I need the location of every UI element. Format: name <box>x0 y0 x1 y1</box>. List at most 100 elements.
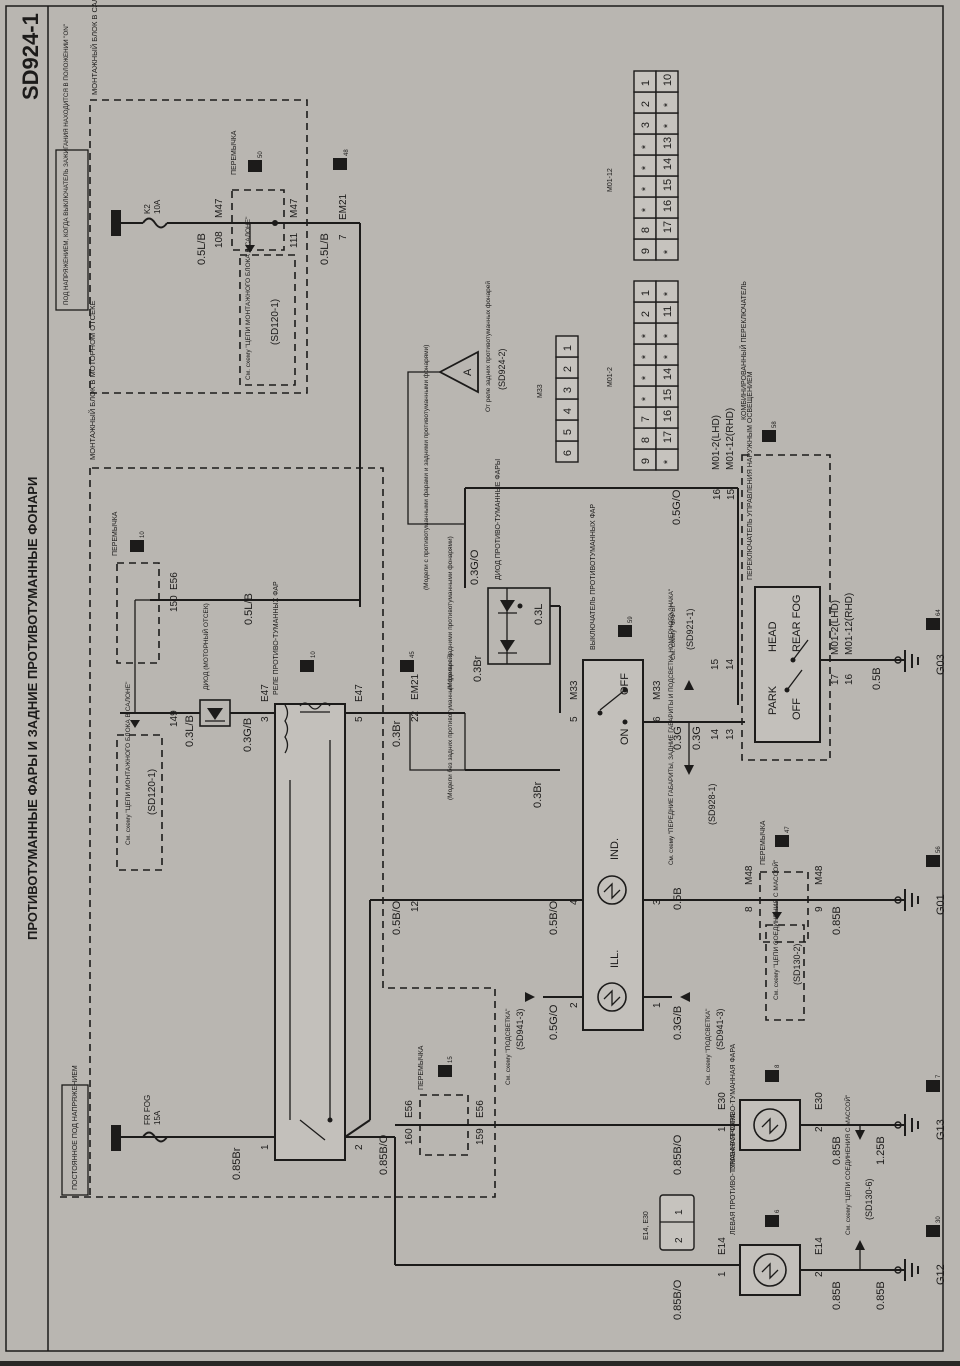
marker-a <box>438 350 479 394</box>
ground-g03: G03 <box>935 654 947 675</box>
jumper-label-1: ПЕРЕМЫЧКА <box>231 130 238 175</box>
wire-085B-e14: 0.85B <box>831 1281 843 1310</box>
grid-m01-12-pin-label: 9 <box>640 248 652 254</box>
note-with-rear: (Модели с задними противотуманными фонар… <box>447 536 454 690</box>
diode-fog-block <box>487 587 551 665</box>
ref-cabin-circuit-2: См. схему "ЦЕПИ МОНТАЖНОГО БЛОКА В САЛОН… <box>245 216 252 380</box>
jumper-m47-camera-icon <box>248 160 262 172</box>
photo-10-a: 10 <box>311 651 317 658</box>
ground-symbol-g13 <box>894 1114 919 1136</box>
arrow-front-lamps <box>684 765 694 775</box>
grid-m01-2-pin-label: 14 <box>662 368 674 380</box>
wire-125B: 1.25B <box>875 1136 887 1165</box>
grid-m33-pin-label: 2 <box>562 366 574 372</box>
grid-m01-12-cell <box>655 238 679 261</box>
page-frame <box>5 5 944 1352</box>
grid-m33-pin-label: 4 <box>562 408 574 414</box>
arrow-ground-e14 <box>855 1240 865 1250</box>
grid-m01-2-pin-label: 2 <box>640 311 652 317</box>
ground-symbol-g01 <box>894 889 919 911</box>
ref-ground-m48: См. схему "ЦЕПИ СОЕДИНЕНИЯ С МАССОЙ" <box>771 859 780 1000</box>
grid-m01-12-pin-label: 15 <box>662 179 674 191</box>
grid-m01-2-cell <box>655 448 679 471</box>
conn-M48-a: M48 <box>744 865 755 885</box>
grid-m01-2-cell <box>633 343 657 366</box>
grid-m01-2-pin-label: * <box>662 333 674 338</box>
ref-ground-e14: См. схему "ЦЕПИ СОЕДИНЕНИЯ С МАССОЙ" <box>843 1094 852 1235</box>
pin-2-m33: 2 <box>569 1002 580 1008</box>
ground-g01: G01 <box>935 894 947 915</box>
engine-box-frame <box>60 467 496 1198</box>
pin-14-sw: 14 <box>710 728 721 740</box>
jumper-label-4: ПЕРЕМЫЧКА <box>418 1045 425 1090</box>
pin-2-relay: 2 <box>354 1144 365 1150</box>
conn-m01-12-label: M01-12 <box>607 168 614 192</box>
pin-160: 160 <box>404 1128 415 1145</box>
ref-illum-b: См. схему "ПОДСВЕТКА" <box>705 1008 712 1085</box>
diode-fog-label: ДИОД ПРОТИВО-ТУМАННЫЕ ФАРЫ <box>495 459 502 580</box>
photo-64: 64 <box>936 609 942 616</box>
ground-g12: G12 <box>935 1264 947 1285</box>
left-fog-camera-icon <box>765 1215 779 1227</box>
grid-m01-2-pin-label: * <box>640 354 652 359</box>
wire-03L: 0.3L <box>533 604 545 625</box>
grid-m01-2-pin-label: * <box>640 333 652 338</box>
grid-m01-2-pin-label: * <box>662 459 674 464</box>
grid-m01-12-pin-label: 10 <box>662 74 674 86</box>
wire-05GO-bus <box>464 487 738 560</box>
cabin-box-label: МОНТАЖНЫЙ БЛОК В САЛОНЕ <box>90 0 99 95</box>
grid-m01-12-pin-label: * <box>662 123 674 128</box>
conn-EM21-top: EM21 <box>338 193 349 220</box>
combo-switch-label: КОМБИНИРОВАННЫЙ ПЕРЕКЛЮЧАТЕЛЬ <box>739 281 748 420</box>
pin-1-m33: 1 <box>652 1002 663 1008</box>
grid-m01-12-pin-label: * <box>640 165 652 170</box>
conn-lhd-top: M01-2(LHD) <box>711 415 722 470</box>
grid-m01-2-pin-label: * <box>662 354 674 359</box>
photo-10-b: 10 <box>140 531 146 538</box>
photo-15: 15 <box>448 1056 454 1063</box>
pin-1-relay: 1 <box>260 1144 271 1150</box>
grid-m01-12-pin-label: 3 <box>640 122 652 128</box>
conn-M47-a: M47 <box>214 198 225 218</box>
arrow-m48 <box>772 912 782 920</box>
wire-05GO: 0.5G/O <box>671 489 683 525</box>
conn-E30-b: E30 <box>814 1092 825 1110</box>
conn-m33-label: M33 <box>537 384 544 398</box>
em21-low-camera-icon <box>400 660 414 672</box>
conn-E56-low-b: E56 <box>475 1100 486 1118</box>
fog-relay <box>274 702 346 1161</box>
pin-14-sw2: 14 <box>725 658 736 670</box>
pin-16-bot: 16 <box>844 673 855 685</box>
fog-relay-label: РЕЛЕ ПРОТИВО-ТУМАННЫХ ФАР <box>273 581 280 695</box>
conn-E14-b: E14 <box>814 1237 825 1255</box>
light-switch <box>754 586 821 743</box>
photo-48: 48 <box>344 149 350 156</box>
rear-fog-ref-sd: (SD924-2) <box>497 348 507 390</box>
grid-m01-2-pin-label: * <box>640 396 652 401</box>
model-bracket <box>409 713 466 771</box>
ref-sd130-2: (SD130-2) <box>792 943 802 985</box>
wire-03LB: 0.3L/B <box>184 715 196 747</box>
grid-m01-2-pin-label: * <box>640 375 652 380</box>
pin-17-bot: 17 <box>830 673 841 685</box>
photo-47: 47 <box>785 826 791 833</box>
arrow-illum-a <box>525 992 535 1002</box>
grid-m01-12-cell <box>655 91 679 114</box>
wire-05BO-b: 0.5B/O <box>548 900 560 935</box>
bus-k2 <box>111 210 361 607</box>
wire-085Br: 0.85Br <box>231 1147 243 1180</box>
combo-switch-frame <box>741 454 831 761</box>
grid-m01-2-pin-label: 11 <box>662 306 674 317</box>
grid-m01-12-pin-label: 2 <box>640 101 652 107</box>
wire-085B-m48: 0.85B <box>831 906 843 935</box>
grid-m01-12-cell <box>633 175 657 198</box>
grid-m01-12-pin-label: 16 <box>662 200 674 212</box>
e14-e30-label: E14, E30 <box>643 1211 650 1240</box>
grid-m01-12-pin-label: 13 <box>662 137 674 149</box>
conn-rhd-top: M01-12(RHD) <box>725 408 736 470</box>
grid-m01-12-pin-label: 1 <box>640 80 652 86</box>
right-fog-lamp <box>739 1099 801 1151</box>
